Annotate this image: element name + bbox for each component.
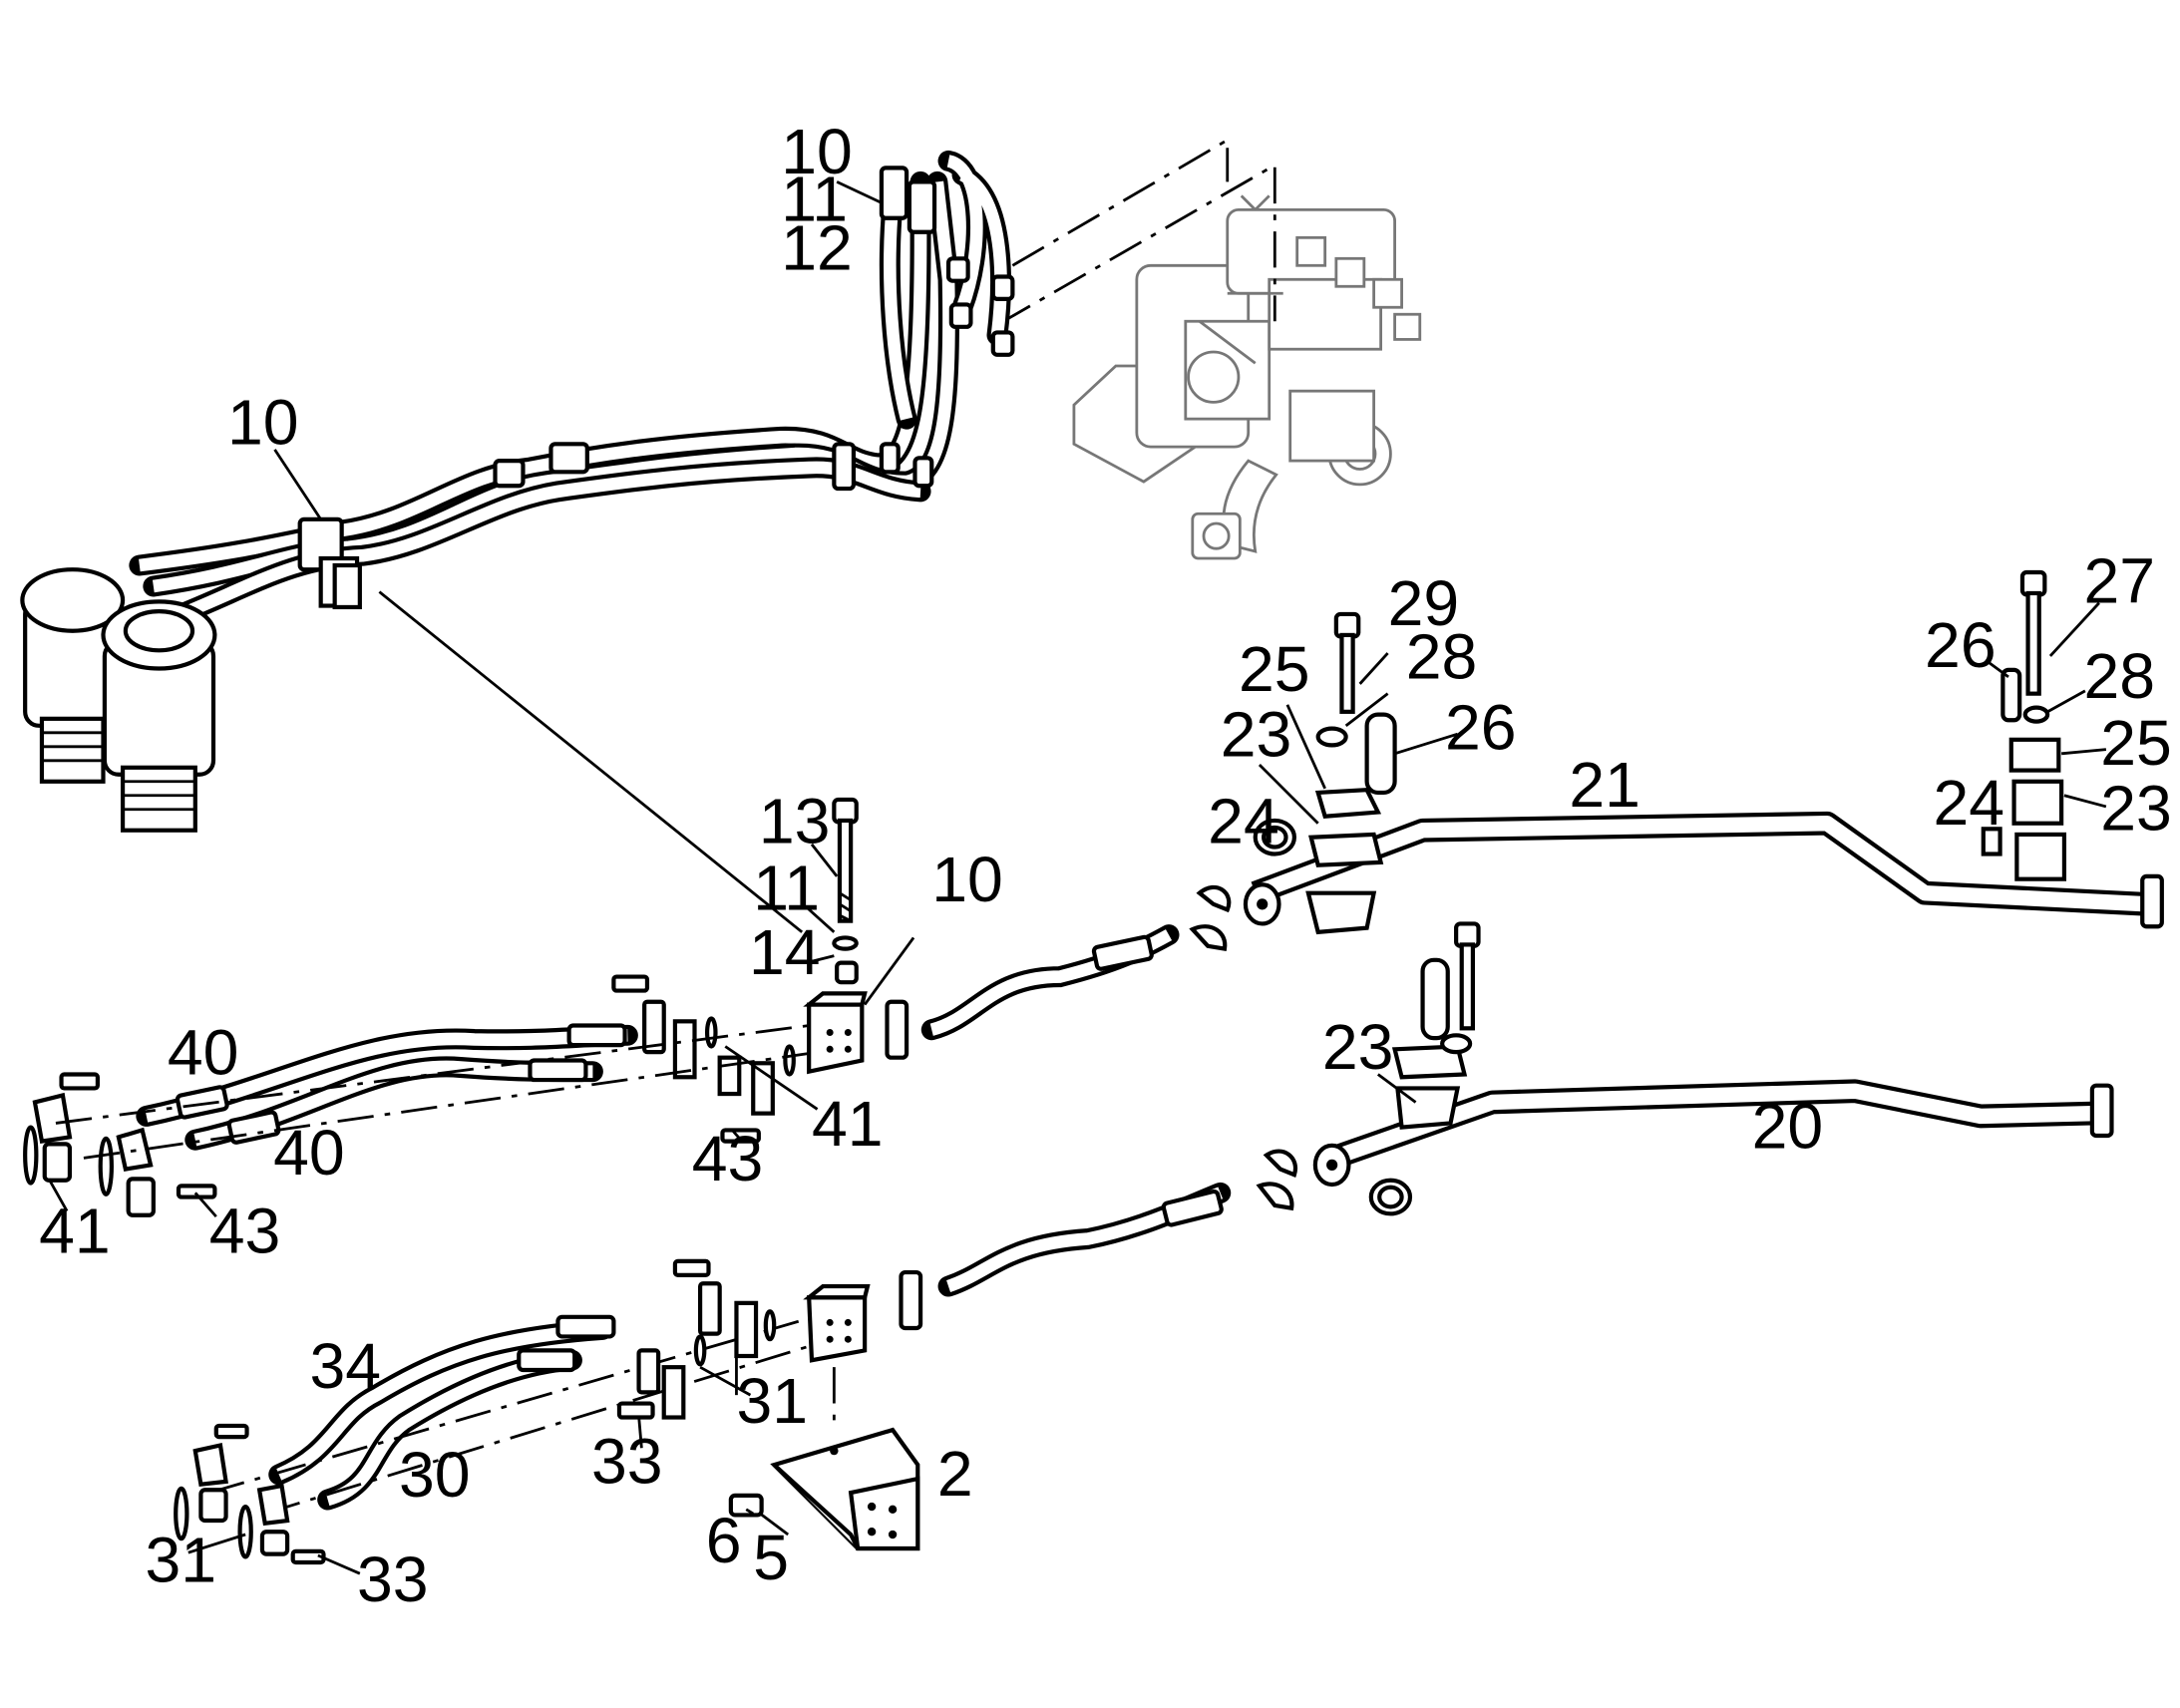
- callout-23-right: 23: [2100, 773, 2172, 845]
- distribution-block-10: [803, 797, 868, 1075]
- callout-23-mid: 23: [1221, 699, 1292, 771]
- callout-11-mid: 11: [753, 852, 820, 923]
- callout-13: 13: [759, 785, 831, 856]
- callout-31-left: 31: [145, 1525, 216, 1596]
- machine-assembly-illustration: [1072, 194, 1422, 560]
- callout-41-right: 41: [812, 1088, 884, 1160]
- callout-43-left: 43: [209, 1195, 281, 1266]
- callout-14: 14: [749, 916, 821, 988]
- callout-34: 34: [309, 1330, 381, 1402]
- callout-labels: 10 11 12 10 29 28 25 26 23 24 21 27 26 2…: [39, 116, 2172, 1615]
- callout-33-center: 33: [591, 1425, 663, 1497]
- pipe-21: [920, 611, 2164, 1041]
- callout-28-mid: 28: [1406, 620, 1478, 692]
- clamp-parts-right: [1981, 569, 2067, 881]
- callout-11-top: 11: [781, 164, 848, 235]
- callout-21: 21: [1569, 749, 1640, 821]
- pipe-20: [937, 921, 2114, 1297]
- callout-6: 6: [706, 1505, 742, 1576]
- leader-lines: [47, 180, 2107, 1575]
- callout-40-bottom: 40: [273, 1117, 345, 1189]
- callout-43-right: 43: [692, 1123, 764, 1195]
- callout-24-right: 24: [1933, 767, 2004, 839]
- hose-assembly-30-34: [208, 1314, 810, 1516]
- callout-40-top: 40: [168, 1016, 239, 1088]
- callout-20: 20: [1752, 1091, 1824, 1163]
- hose-assembly-40: [136, 1023, 638, 1151]
- callout-5: 5: [753, 1522, 789, 1593]
- callout-2: 2: [937, 1438, 973, 1510]
- flange-parts-mid: [23, 974, 909, 1217]
- callout-12-top: 12: [781, 211, 853, 283]
- callout-30: 30: [399, 1439, 471, 1511]
- callout-29: 29: [1388, 567, 1460, 639]
- callout-26-mid: 26: [1445, 692, 1517, 764]
- callout-10-manifold: 10: [227, 386, 299, 458]
- callout-28-right: 28: [2083, 640, 2155, 712]
- callout-24-mid: 24: [1208, 785, 1279, 856]
- bracket-2: [728, 1427, 920, 1551]
- callout-23-lower: 23: [1322, 1011, 1394, 1083]
- travel-motors-illustration: [20, 567, 217, 833]
- distribution-block-bottom: [616, 1258, 923, 1424]
- callout-10-top: 10: [781, 116, 853, 187]
- callout-10-block: 10: [931, 844, 1003, 915]
- callout-41-left: 41: [39, 1195, 111, 1266]
- callout-33-left: 33: [357, 1543, 429, 1615]
- callout-26-right: 26: [1925, 609, 1997, 681]
- callout-31-center: 31: [736, 1365, 808, 1437]
- callout-27: 27: [2083, 545, 2155, 617]
- callout-25-right: 25: [2100, 707, 2172, 779]
- upper-hose-routing: [129, 150, 1015, 625]
- callout-25-mid: 25: [1239, 633, 1310, 705]
